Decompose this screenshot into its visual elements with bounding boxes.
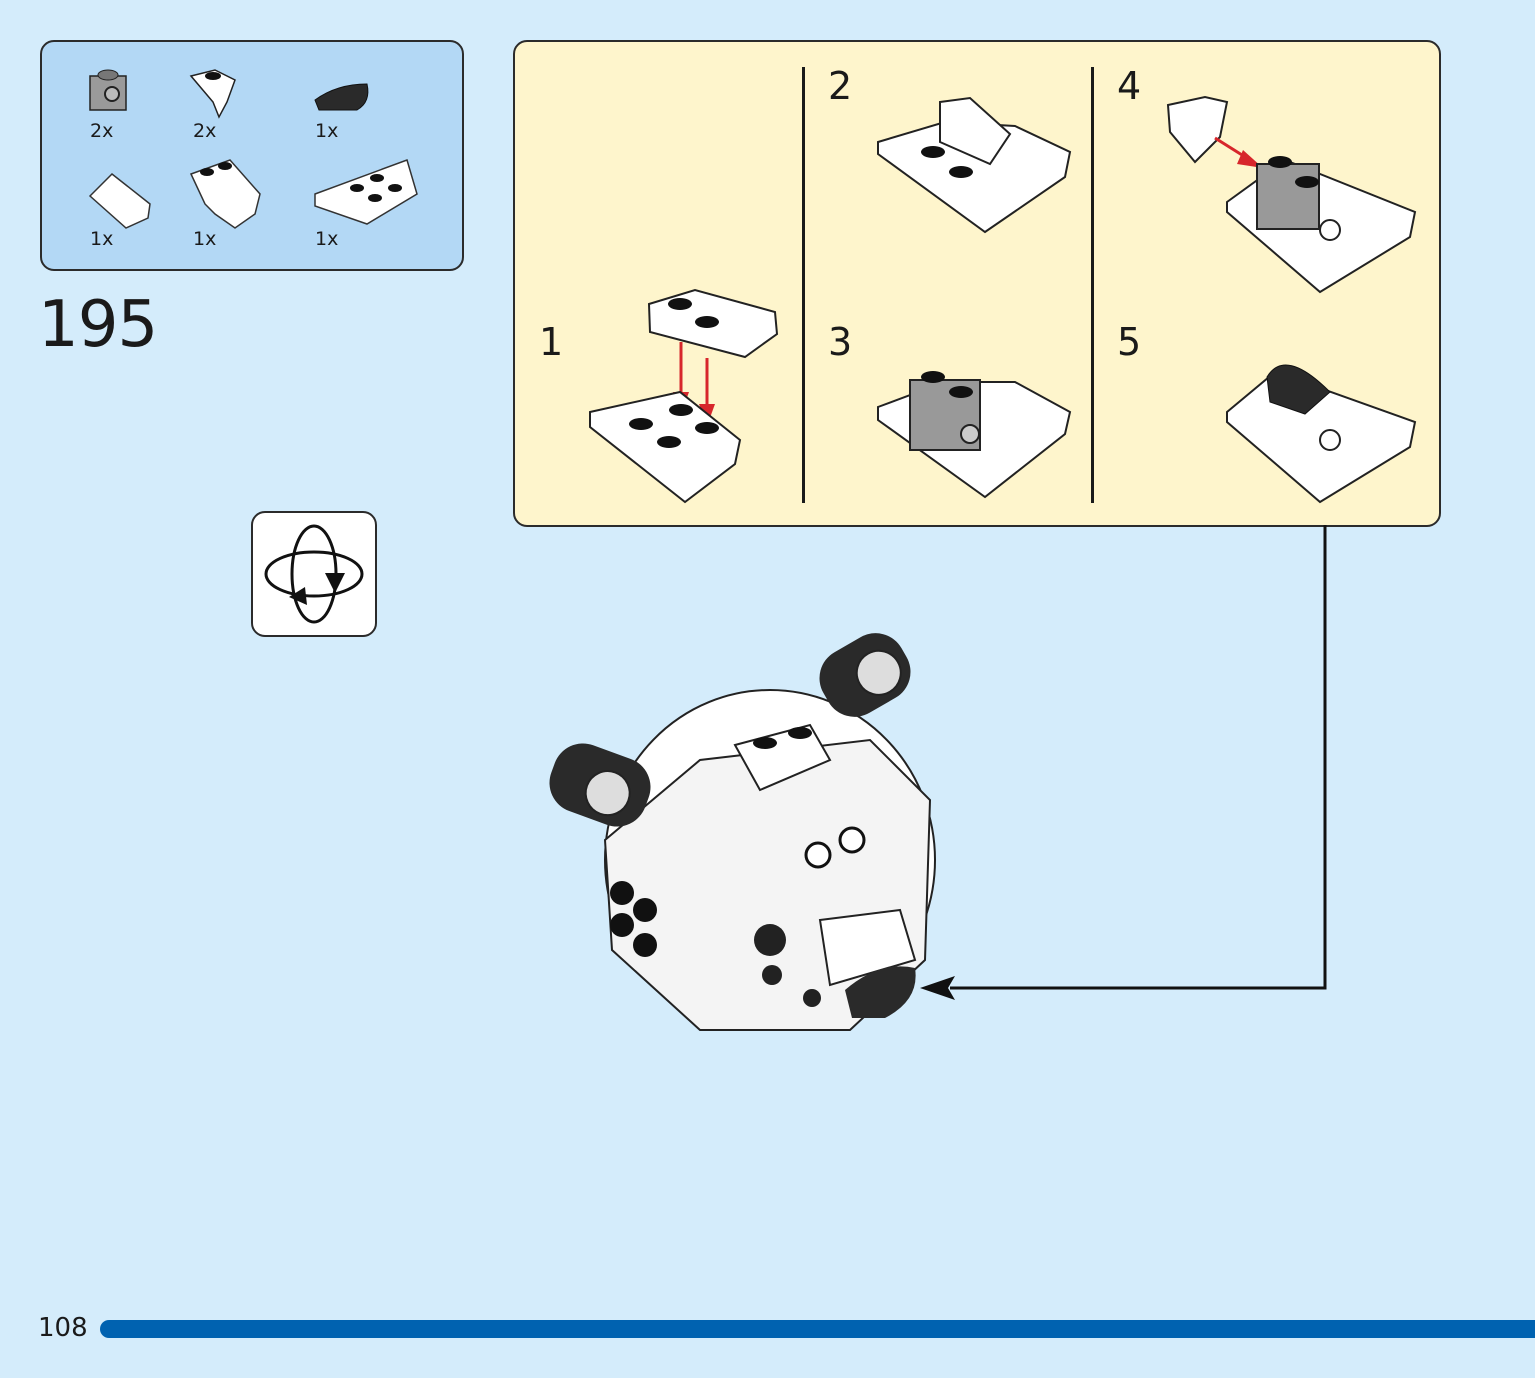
substep-illustrations xyxy=(589,95,1417,504)
part-slope: 1x xyxy=(82,170,172,270)
part-qty: 1x xyxy=(315,120,339,142)
claw-plate-icon xyxy=(189,159,261,229)
rotate-arrows-icon xyxy=(264,524,364,624)
part-qty: 2x xyxy=(90,120,114,142)
divider xyxy=(802,67,805,503)
substep-5-illustration xyxy=(1226,364,1417,504)
substep-number: 4 xyxy=(1117,64,1142,108)
part-qty: 1x xyxy=(90,228,114,250)
substep-4-illustration xyxy=(1166,95,1417,294)
substep-number: 1 xyxy=(539,320,564,364)
half-round-tile-icon xyxy=(314,83,369,111)
part-tooth-plate: 2x xyxy=(185,62,275,162)
callout-line xyxy=(950,525,1327,990)
page-progress-bar xyxy=(100,1320,1535,1338)
divider xyxy=(1091,67,1094,503)
part-claw-plate: 1x xyxy=(185,154,275,254)
step-number: 195 xyxy=(38,288,158,362)
wedge-plate-icon xyxy=(314,159,418,225)
callout-arrowhead xyxy=(920,976,955,1000)
slope-icon xyxy=(88,172,151,229)
part-wedge-plate: 1x xyxy=(307,154,427,254)
part-grey-brick: 2x xyxy=(82,62,172,162)
rotate-model-icon xyxy=(251,511,377,637)
callout-and-model xyxy=(549,525,1327,1031)
substep-box: 1 2 3 4 5 xyxy=(513,40,1441,527)
substep-3-illustration xyxy=(877,371,1072,499)
substep-number: 2 xyxy=(828,64,853,108)
part-half-round-tile: 1x xyxy=(307,62,397,162)
model-illustration xyxy=(549,633,936,1031)
part-qty: 2x xyxy=(193,120,217,142)
substep-1-illustration xyxy=(589,288,779,504)
page-number: 108 xyxy=(38,1313,88,1343)
grey-brick-icon xyxy=(89,69,127,111)
part-qty: 1x xyxy=(193,228,217,250)
parts-list-box: 2x 2x 1x 1x 1x 1x xyxy=(40,40,464,271)
tooth-plate-icon xyxy=(189,69,236,119)
part-qty: 1x xyxy=(315,228,339,250)
substep-2-illustration xyxy=(877,96,1072,234)
substep-number: 5 xyxy=(1117,320,1142,364)
substep-number: 3 xyxy=(828,320,853,364)
